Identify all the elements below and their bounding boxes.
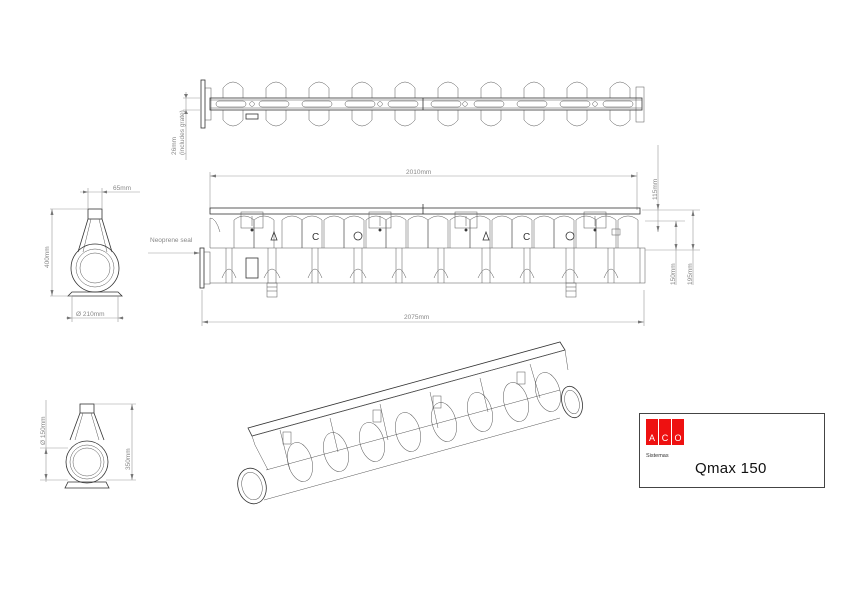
front-view: 2010mm — [148, 145, 700, 326]
dim-pipe-diameter: Ø 150mm — [40, 416, 47, 445]
dim-height-350: 350mm — [125, 448, 132, 470]
top-view: 26mm (includes grate) — [171, 79, 645, 160]
end-view-top: 65mm 400mm Ø 210mm — [44, 185, 140, 322]
dim-top-height: 115mm — [652, 179, 659, 200]
dim-mid-height: 150mm — [670, 263, 677, 285]
logo-letter-o: O — [672, 419, 684, 445]
dim-overall-length: 2075mm — [404, 314, 429, 321]
logo-letter-a: A — [646, 419, 658, 445]
seal-callout: Neoprene seal — [150, 237, 193, 244]
title-block: A C O Sistemas Qmax 150 — [639, 413, 825, 488]
dim-base-diameter: Ø 210mm — [76, 311, 105, 318]
dim-right-height: 195mm — [687, 263, 694, 285]
dim-height-400: 400mm — [44, 246, 51, 268]
product-name: Qmax 150 — [695, 460, 767, 477]
end-view-bottom: Ø 150mm 350mm — [40, 400, 136, 489]
svg-text:C: C — [523, 232, 530, 243]
aco-logo: A C O — [646, 419, 684, 445]
brand-subtitle: Sistemas — [646, 453, 669, 459]
aco-marking-a — [270, 230, 278, 241]
dim-slot-note: (includes grate) — [179, 110, 186, 155]
dim-top-width: 65mm — [113, 185, 131, 192]
svg-text:C: C — [312, 232, 319, 243]
isometric-view — [237, 341, 583, 505]
logo-letter-c: C — [659, 419, 671, 445]
dim-channel-length: 2010mm — [406, 169, 431, 176]
dim-slot-width: 26mm — [171, 137, 178, 155]
